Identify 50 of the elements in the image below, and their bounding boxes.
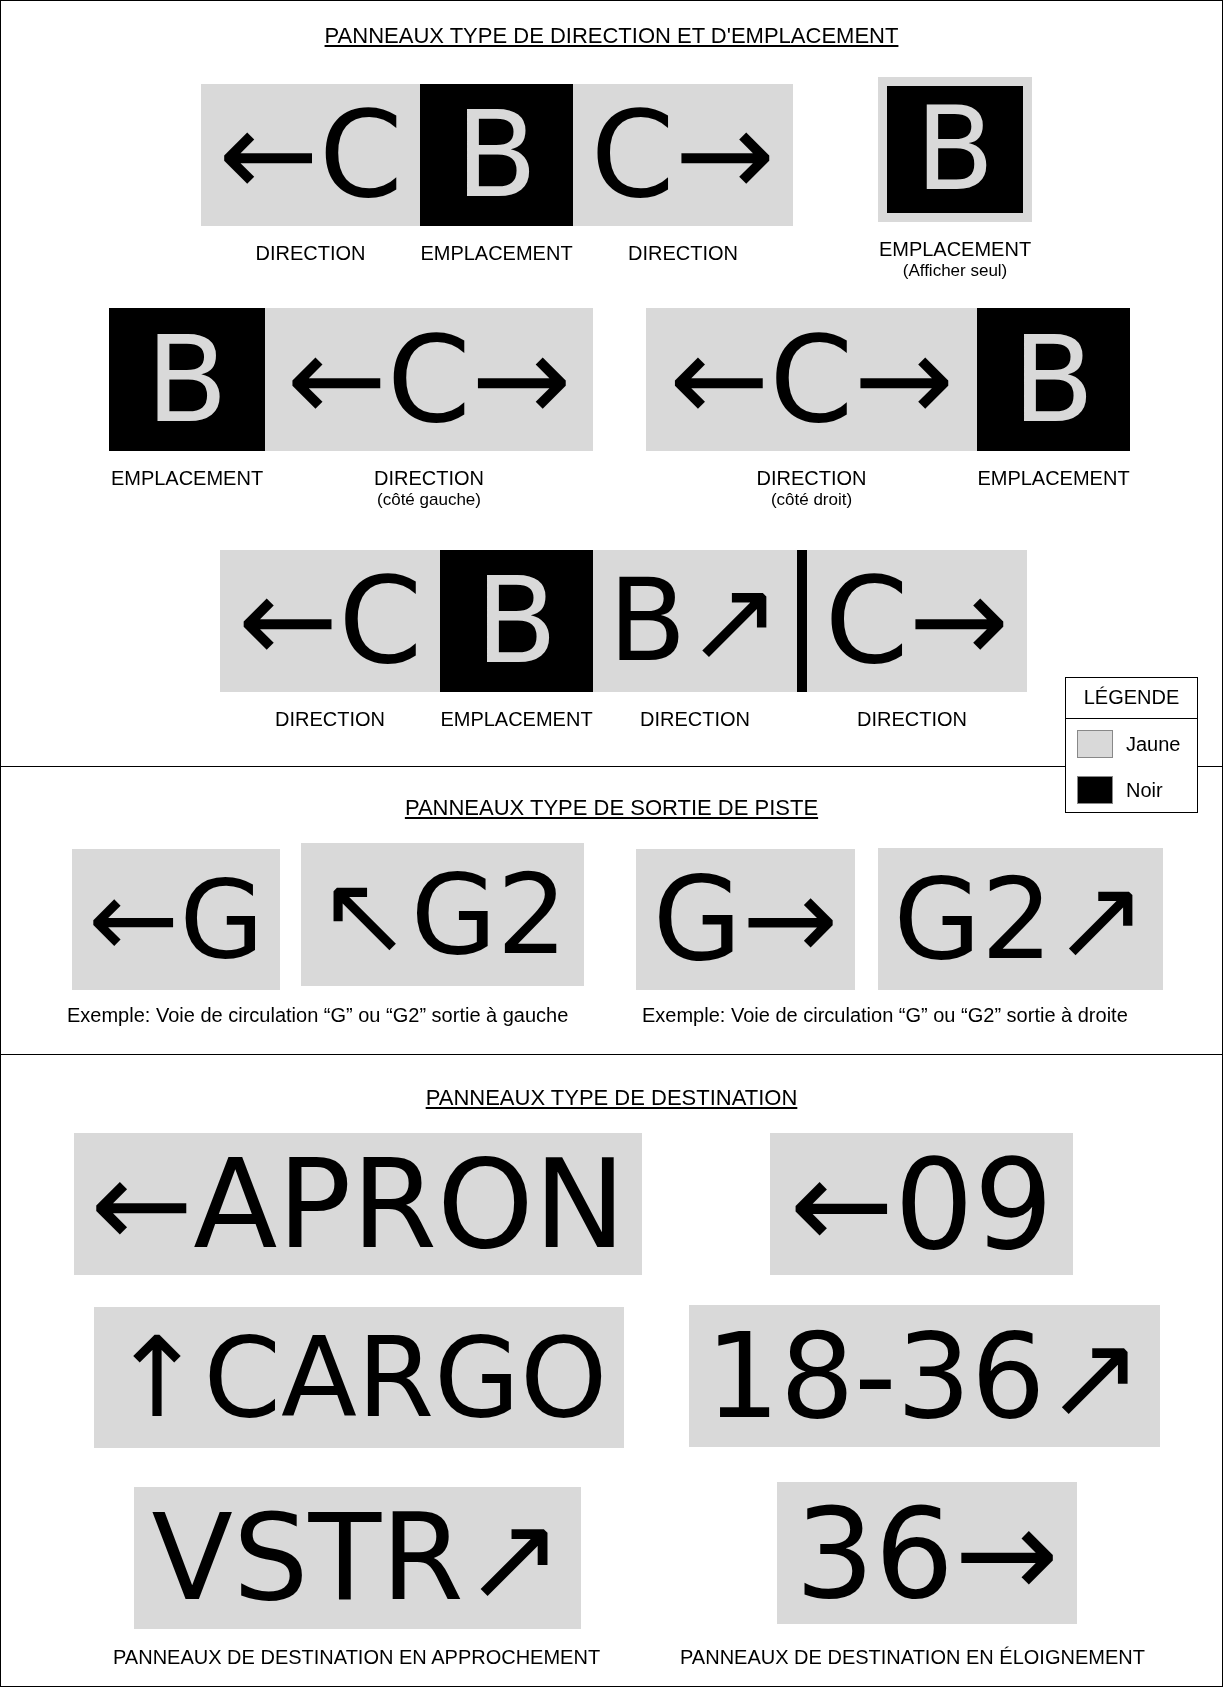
sign-caption: DIRECTION <box>628 242 738 265</box>
sign-panel: ←C→ <box>646 308 977 451</box>
caption-text: Exemple: Voie de circulation “G” ou “G2” sortie à droite <box>642 1004 1128 1027</box>
sign-caption: DIRECTION <box>857 708 967 731</box>
caption-text: PANNEAUX DE DESTINATION EN APPROCHEMENT <box>113 1646 601 1669</box>
sign-panel: ←C→ <box>265 308 593 451</box>
sign-panel: 36→ <box>777 1482 1077 1624</box>
legend-text: Jaune <box>1126 733 1181 756</box>
sign-panel: B <box>977 308 1130 451</box>
sign-caption: DIRECTION <box>374 467 484 490</box>
sign-caption: EMPLACEMENT <box>440 708 593 731</box>
sign-panel: B <box>109 308 265 451</box>
caption-text: Exemple: Voie de circulation “G” ou “G2” sortie à gauche <box>67 1004 569 1027</box>
sign-panel: B <box>420 84 573 226</box>
section-panel <box>0 0 1223 767</box>
legend-title: LÉGENDE <box>1082 686 1181 709</box>
sign-caption: DIRECTION <box>640 708 750 731</box>
sign-caption: (Afficher seul) <box>902 261 1008 281</box>
sign-panel: G2↗ <box>878 848 1163 990</box>
sign-caption: (côté gauche) <box>377 490 481 510</box>
sign-caption: EMPLACEMENT <box>110 467 264 490</box>
sign-panel: ←09 <box>770 1133 1073 1275</box>
sign-panel: C→ <box>797 550 1027 692</box>
section-panel <box>0 1054 1223 1687</box>
sign-panel: ←C <box>220 550 440 692</box>
section-heading: PANNEAUX TYPE DE DIRECTION ET D'EMPLACEMENT <box>323 23 900 49</box>
sign-panel: G→ <box>636 849 855 990</box>
sign-panel: VSTR↗ <box>134 1487 581 1629</box>
section-heading: PANNEAUX TYPE DE SORTIE DE PISTE <box>403 795 820 821</box>
caption-text: PANNEAUX DE DESTINATION EN ÉLOIGNEMENT <box>680 1646 1145 1669</box>
sign-panel: ←APRON <box>74 1133 642 1275</box>
legend-text: Noir <box>1126 779 1163 802</box>
sign-panel: ↖G2 <box>301 843 584 986</box>
sign-caption: EMPLACEMENT <box>977 467 1130 490</box>
sign-caption: DIRECTION <box>275 708 385 731</box>
sign-caption: (côté droit) <box>770 490 853 510</box>
sign-panel: ←G <box>72 849 280 990</box>
sign-caption: EMPLACEMENT <box>878 238 1032 261</box>
sign-panel: 18-36↗ <box>689 1305 1160 1447</box>
sign-panel: C→ <box>573 84 793 226</box>
sign-panel: B <box>878 77 1032 222</box>
section-panel <box>0 766 1223 1055</box>
sign-panel: B↗ <box>593 550 797 692</box>
sign-panel: ←C <box>201 84 420 226</box>
sign-panel: B <box>440 550 593 692</box>
sign-caption: EMPLACEMENT <box>420 242 573 265</box>
sign-panel: ↑CARGO <box>94 1307 624 1448</box>
section-heading: PANNEAUX TYPE DE DESTINATION <box>424 1085 799 1111</box>
sign-caption: DIRECTION <box>255 242 366 265</box>
sign-caption: DIRECTION <box>756 467 867 490</box>
